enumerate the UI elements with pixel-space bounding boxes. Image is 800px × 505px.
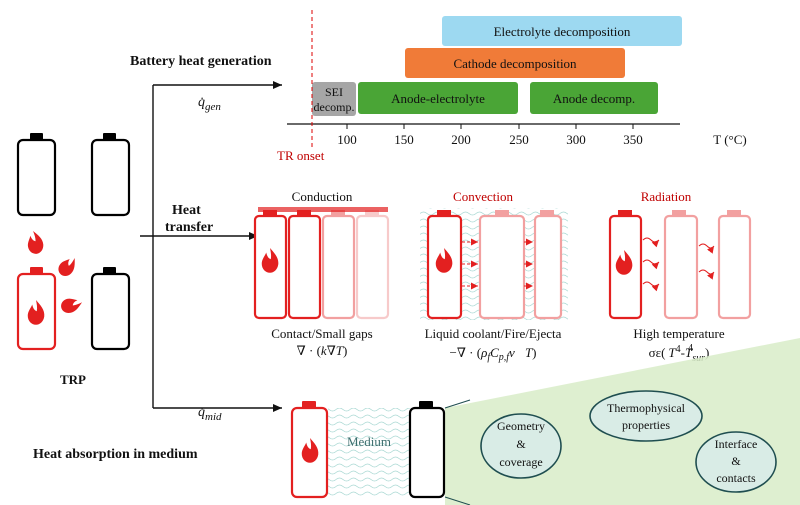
sei-decomposition-bar [312,82,356,116]
sei-label-line1: SEI [325,85,343,99]
factor-label: properties [622,418,670,432]
factor-label: contacts [716,471,756,485]
heat-absorption-title: Heat absorption in medium [33,447,198,462]
convection-title: Convection [453,189,513,204]
interface-contacts-ellipse [695,431,777,493]
thermophysical-properties-ellipse [589,390,703,442]
battery-red-medium [290,401,329,499]
axis-label-temperature: T (°C) [713,132,746,147]
heat-transfer-title-line2: transfer [165,220,213,235]
trp-label: TRP [60,372,86,387]
battery-black-bottom-right [90,267,131,351]
tick-label: 250 [509,132,529,147]
q-mid-symbol: q̇mid [198,405,222,423]
anode-decomposition-label: Anode decomp. [553,91,635,106]
tick-label: 350 [623,132,643,147]
cathode-decomposition-bar [405,48,625,78]
branch-arrows [140,81,282,412]
anode-electrolyte-label: Anode-electrolyte [391,91,485,106]
sei-label-line2: decomp. [314,100,355,114]
tick-label: 100 [337,132,357,147]
conduction-description: Contact/Small gaps [271,326,372,341]
cathode-decomposition-label: Cathode decomposition [453,56,577,71]
electrolyte-decomposition-label: Electrolyte decomposition [494,24,631,39]
factor-label: & [731,454,741,468]
radiation-title: Radiation [641,189,692,204]
conduction-title: Conduction [292,189,353,204]
left-battery-group: TRP [16,133,131,387]
factor-label: & [516,437,526,451]
battery-black-medium [408,401,446,499]
flame-icon [25,229,45,256]
convection-panel: Convection Liquid coolant/Fire/Ejecta −∇… [420,189,568,363]
convection-equation: −∇ · (ρfCp,fv⃗T) [449,345,536,363]
battery-black-top-left [16,133,57,217]
medium-label: Medium [347,434,391,449]
electrolyte-decomposition-bar [442,16,682,46]
radiation-panel: Radiation High temperature σε(T4-Tsur4) [608,189,752,364]
flame-icon [59,295,84,315]
convection-description: Liquid coolant/Fire/Ejecta [425,326,562,341]
tick-label: 300 [566,132,586,147]
conduction-panel: Conduction Contact/Small gaps ∇ · (k∇T) [253,189,390,358]
battery-red-trp [16,267,57,351]
anode-decomposition-bar [530,82,658,114]
flame-icon [55,253,81,280]
heat-generation-title: Battery heat generation [130,54,272,69]
factor-label: coverage [499,455,542,469]
axis-ticks [346,124,634,129]
conduction-equation: ∇ · (k∇T) [297,343,348,358]
reaction-timeline: Electrolyte decomposition Cathode decomp… [277,10,747,163]
tick-label: 150 [394,132,414,147]
radiation-description: High temperature [633,326,725,341]
geometry-coverage-ellipse [480,413,562,479]
tr-onset-label: TR onset [277,148,325,163]
factor-label: Thermophysical [607,401,686,415]
factor-label: Geometry [497,419,545,433]
heat-transfer-title-line1: Heat [172,203,201,218]
tick-label: 200 [451,132,471,147]
battery-black-top-right [90,133,131,217]
anode-electrolyte-bar [358,82,518,114]
factor-label: Interface [715,437,758,451]
medium-panel: Medium Geometry & coverage Thermophysica… [290,338,800,505]
q-gen-symbol: q̇gen [198,95,221,113]
